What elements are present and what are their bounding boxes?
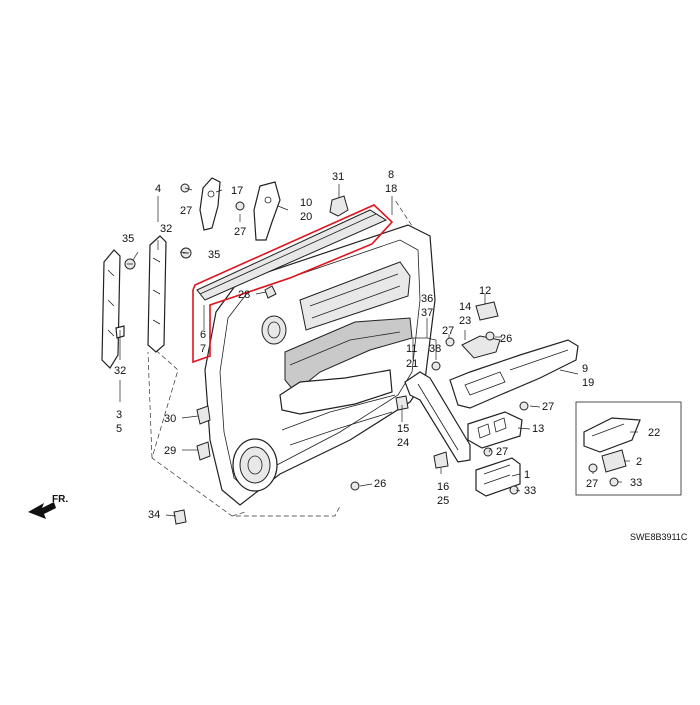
callout-8: 8 — [388, 169, 394, 181]
clip-31[interactable] — [329, 195, 349, 217]
callout-29: 29 — [164, 445, 176, 457]
screw-26-lower[interactable] — [350, 481, 360, 491]
screw-27-d[interactable] — [519, 401, 529, 411]
callout-5: 5 — [116, 423, 122, 435]
screw-26-right[interactable] — [485, 331, 495, 341]
callout-32-left: 32 — [114, 365, 126, 377]
callout-11: 11 — [406, 343, 417, 355]
diagram-code: SWE8B3911C — [630, 532, 688, 542]
door-bracket-3-5[interactable] — [101, 249, 121, 369]
callout-38: 38 — [429, 343, 441, 355]
callout-10: 10 — [300, 197, 312, 209]
door-lining-panel[interactable] — [204, 224, 436, 506]
screw-27-c[interactable] — [445, 337, 455, 347]
callout-4: 4 — [155, 183, 161, 195]
callout-20: 20 — [300, 211, 312, 223]
callout-27-c: 27 — [442, 325, 454, 337]
inset-frame — [575, 401, 682, 496]
clip-28[interactable] — [264, 285, 277, 299]
callout-22: 22 — [648, 427, 660, 439]
callout-15: 15 — [397, 423, 409, 435]
callout-26-right: 26 — [500, 333, 512, 345]
switch-1[interactable] — [475, 457, 521, 497]
screw-27-e[interactable] — [483, 447, 493, 457]
callout-33-b: 33 — [630, 477, 642, 489]
assembly-outline — [147, 199, 417, 517]
callout-31: 31 — [332, 171, 344, 183]
clip-30[interactable] — [196, 405, 211, 425]
callout-18: 18 — [385, 183, 397, 195]
door-bracket-4[interactable] — [147, 235, 167, 353]
highlighted-upper-trim[interactable] — [192, 204, 394, 364]
callout-14: 14 — [459, 301, 471, 313]
clip-15-24[interactable] — [395, 395, 409, 411]
clip-16-25[interactable] — [433, 451, 449, 469]
callout-9: 9 — [582, 363, 588, 375]
front-direction-arrow-icon — [28, 502, 56, 519]
callout-32-top: 32 — [160, 223, 172, 235]
callout-12: 12 — [479, 285, 491, 297]
callout-26-lower: 26 — [374, 478, 386, 490]
callout-27-b: 27 — [234, 226, 246, 238]
bracket-14-23[interactable] — [461, 335, 501, 359]
callout-36: 36 — [421, 293, 433, 305]
switch-panel-9-19[interactable] — [449, 339, 579, 409]
callout-6: 6 — [200, 329, 206, 341]
screw-33-b[interactable] — [609, 477, 619, 487]
callout-25: 25 — [437, 495, 449, 507]
callout-7: 7 — [200, 343, 206, 355]
callout-23: 23 — [459, 315, 471, 327]
bracket-10-20[interactable] — [253, 181, 281, 241]
callout-34: 34 — [148, 509, 160, 521]
callout-3: 3 — [116, 409, 122, 421]
callout-35-left: 35 — [122, 233, 134, 245]
switch-22[interactable] — [583, 417, 641, 453]
clip-29[interactable] — [196, 441, 211, 461]
callout-19: 19 — [582, 377, 594, 389]
callout-24: 24 — [397, 437, 409, 449]
switch-13[interactable] — [467, 411, 523, 449]
cover-12[interactable] — [475, 301, 499, 321]
callout-35-mid: 35 — [208, 249, 220, 261]
callout-2: 2 — [636, 456, 642, 468]
callout-33-a: 33 — [524, 485, 536, 497]
callout-numbers: 4 32 35 35 27 17 27 10 20 31 8 18 28 6 7… — [114, 169, 660, 521]
callout-13: 13 — [532, 423, 544, 435]
callout-28: 28 — [238, 289, 250, 301]
switch-2[interactable] — [601, 449, 627, 473]
pull-handle-21[interactable] — [404, 371, 471, 463]
callout-27-a: 27 — [180, 205, 192, 217]
bracket-17[interactable] — [199, 177, 221, 231]
callout-27-f: 27 — [586, 478, 598, 490]
front-indicator-label: FR. — [52, 494, 68, 505]
screw-33-a[interactable] — [509, 485, 519, 495]
callout-17: 17 — [231, 185, 243, 197]
callout-30: 30 — [164, 413, 176, 425]
screw-38[interactable] — [431, 361, 441, 371]
clip-34[interactable] — [173, 509, 187, 525]
bolt-27-b[interactable] — [235, 201, 245, 211]
callout-37: 37 — [421, 307, 433, 319]
callout-27-d: 27 — [542, 401, 554, 413]
callout-21: 21 — [406, 358, 418, 370]
callout-27-e: 27 — [496, 446, 508, 458]
screw-35-left[interactable] — [124, 258, 136, 270]
callout-1: 1 — [524, 469, 530, 481]
leader-lines — [119, 184, 638, 517]
screw-27-f[interactable] — [588, 463, 598, 473]
callout-16: 16 — [437, 481, 449, 493]
